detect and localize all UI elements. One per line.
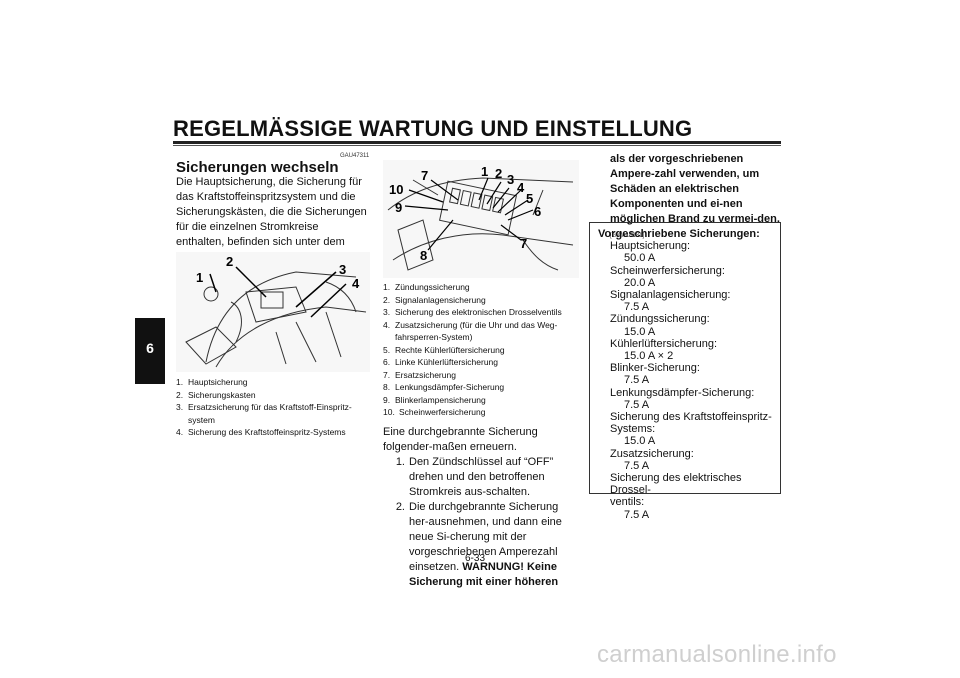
- caption-item: 3.Ersatzsicherung für das Kraftstoff-Ein…: [176, 402, 352, 425]
- spec-title: Vorgeschriebene Sicherungen:: [598, 228, 760, 240]
- caption-item: 5.Rechte Kühlerlüftersicherung: [383, 344, 505, 355]
- callout-7-top: 7: [421, 168, 428, 183]
- page-header-title: REGELMÄSSIGE WARTUNG UND EINSTELLUNG: [173, 116, 693, 141]
- warning-code: [GWA15131]: [610, 233, 645, 239]
- spec-box: Vorgeschriebene Sicherungen: Hauptsicher…: [589, 222, 781, 521]
- callout-1: 1: [481, 164, 488, 179]
- step-item: 2.Die durchgebrannte Sicherung her-ausne…: [395, 501, 562, 588]
- callout-4: 4: [517, 180, 525, 195]
- figure-main-fuse: 1 2 3 4: [176, 252, 370, 372]
- caption-item: 2.Signalanlagensicherung: [383, 294, 486, 305]
- instructions-intro: Eine durchgebrannte Sicherung folgender-…: [383, 426, 538, 453]
- callout-8: 8: [420, 248, 427, 263]
- caption-item: 8.Lenkungsdämpfer-Sicherung: [383, 382, 505, 392]
- chapter-tab: 6: [135, 318, 165, 384]
- caption-item: 1.Zündungssicherung: [383, 282, 470, 292]
- callout-1: 1: [196, 270, 203, 285]
- header-rule: [173, 141, 781, 144]
- caption-item: 2.Sicherungskasten: [176, 389, 256, 400]
- chapter-number: 6: [146, 340, 154, 356]
- callout-2: 2: [495, 166, 502, 181]
- header-rule-thin: [173, 145, 781, 146]
- page-number: 6-33: [465, 553, 486, 564]
- caption-item: 7.Ersatzsicherung: [383, 369, 456, 380]
- warning-continuation: als der vorgeschriebenen Ampere-zahl ver…: [610, 153, 780, 239]
- caption-item: 4.Sicherung des Kraftstoffeinspritz-Syst…: [176, 427, 346, 437]
- figure-captions-middle: 1.Zündungssicherung 2.Signalanlagensiche…: [383, 281, 578, 419]
- figure-captions-left: 1.Hauptsicherung 2.Sicherungskasten 3.Er…: [176, 376, 371, 439]
- callout-3: 3: [507, 172, 514, 187]
- caption-item: 6.Linke Kühlerlüftersicherung: [383, 357, 499, 367]
- caption-item: 3.Sicherung des elektronischen Drosselve…: [383, 307, 562, 317]
- callout-9: 9: [395, 200, 402, 215]
- callout-5: 5: [526, 191, 533, 206]
- warning-text: WARNUNG! Keine Sicherung mit einer höher…: [409, 561, 559, 588]
- callout-2: 2: [226, 254, 233, 269]
- caption-item: 1.Hauptsicherung: [176, 377, 248, 387]
- caption-item: 10.Scheinwerfersicherung: [383, 407, 486, 417]
- caption-item: 9.Blinkerlampensicherung: [383, 394, 486, 405]
- spec-list: Vorgeschriebene Sicherungen: Hauptsicher…: [598, 228, 780, 521]
- replacement-instructions: Eine durchgebrannte Sicherung folgender-…: [383, 425, 579, 590]
- section-title: Sicherungen wechseln: [176, 159, 339, 176]
- figure-fuse-box: 7 1 2 3 4 5 6 7 8 9 10: [383, 160, 579, 278]
- callout-7-bottom: 7: [520, 236, 527, 251]
- step-item: 1.Den Zündschlüssel auf “OFF” drehen und…: [395, 456, 554, 498]
- section-code: GAU47311: [340, 153, 370, 159]
- callout-3: 3: [339, 262, 346, 277]
- callout-4: 4: [352, 276, 360, 291]
- caption-item: 4.Zusatzsicherung (für die Uhr und das W…: [383, 319, 558, 343]
- callout-6: 6: [534, 204, 541, 219]
- watermark: carmanualsonline.info: [597, 641, 837, 668]
- callout-10: 10: [389, 182, 403, 197]
